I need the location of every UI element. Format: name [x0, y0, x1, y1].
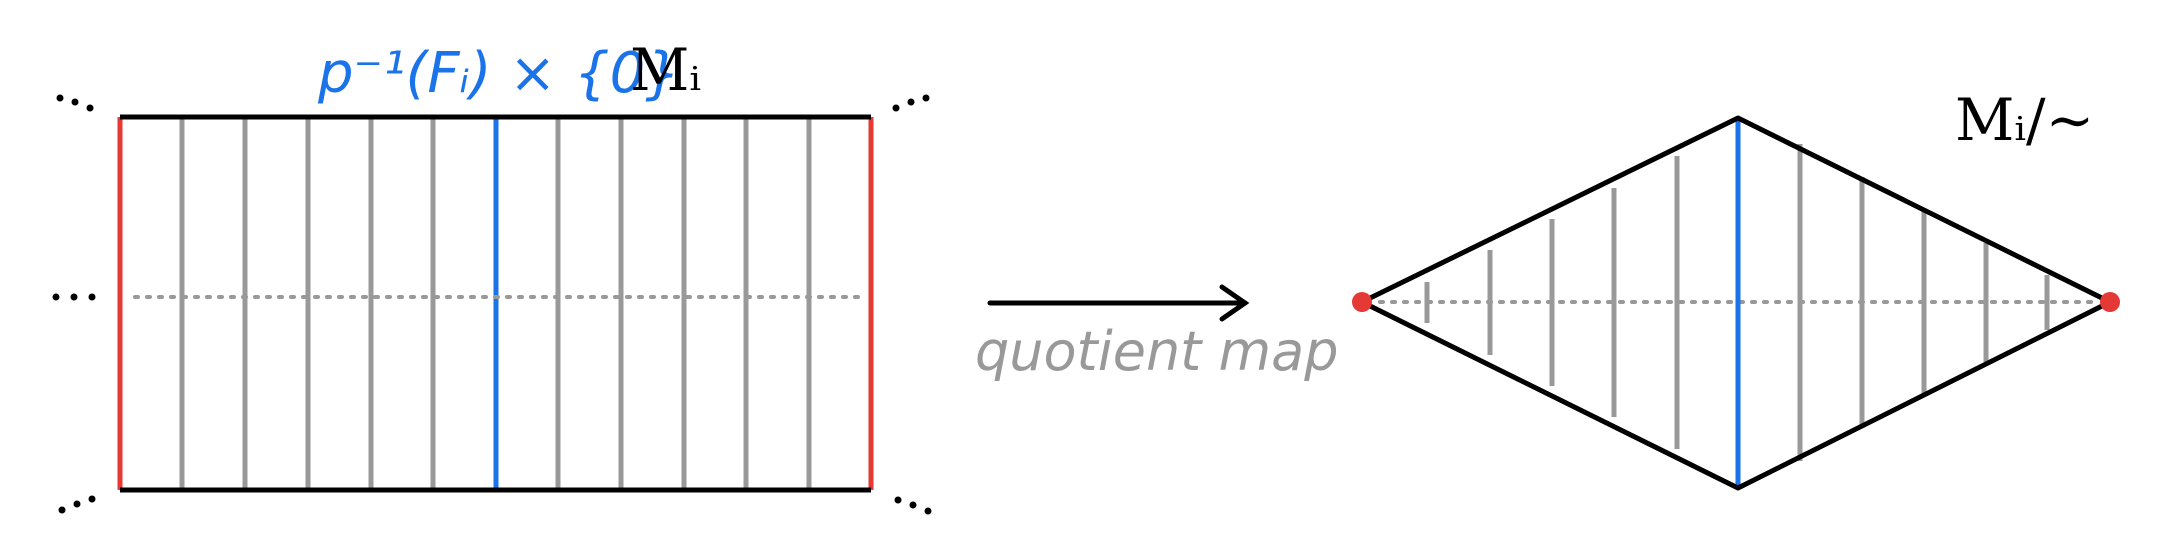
rectangle-M-i — [52, 94, 932, 515]
diamond-quotient — [1352, 115, 2120, 491]
ellipsis-dots — [52, 94, 932, 515]
fiber-label: p⁻¹(Fᵢ) × {0} — [317, 41, 681, 106]
fiber-lines-left — [179, 117, 812, 490]
quotient-map-label: quotient map — [975, 320, 1338, 383]
quotient-space-label: Mᵢ/∼ — [1955, 86, 2094, 154]
quotient-arrow — [987, 284, 1250, 322]
left-cone-point — [1352, 292, 1372, 312]
space-label: Mᵢ — [630, 36, 701, 104]
right-cone-point — [2100, 292, 2120, 312]
